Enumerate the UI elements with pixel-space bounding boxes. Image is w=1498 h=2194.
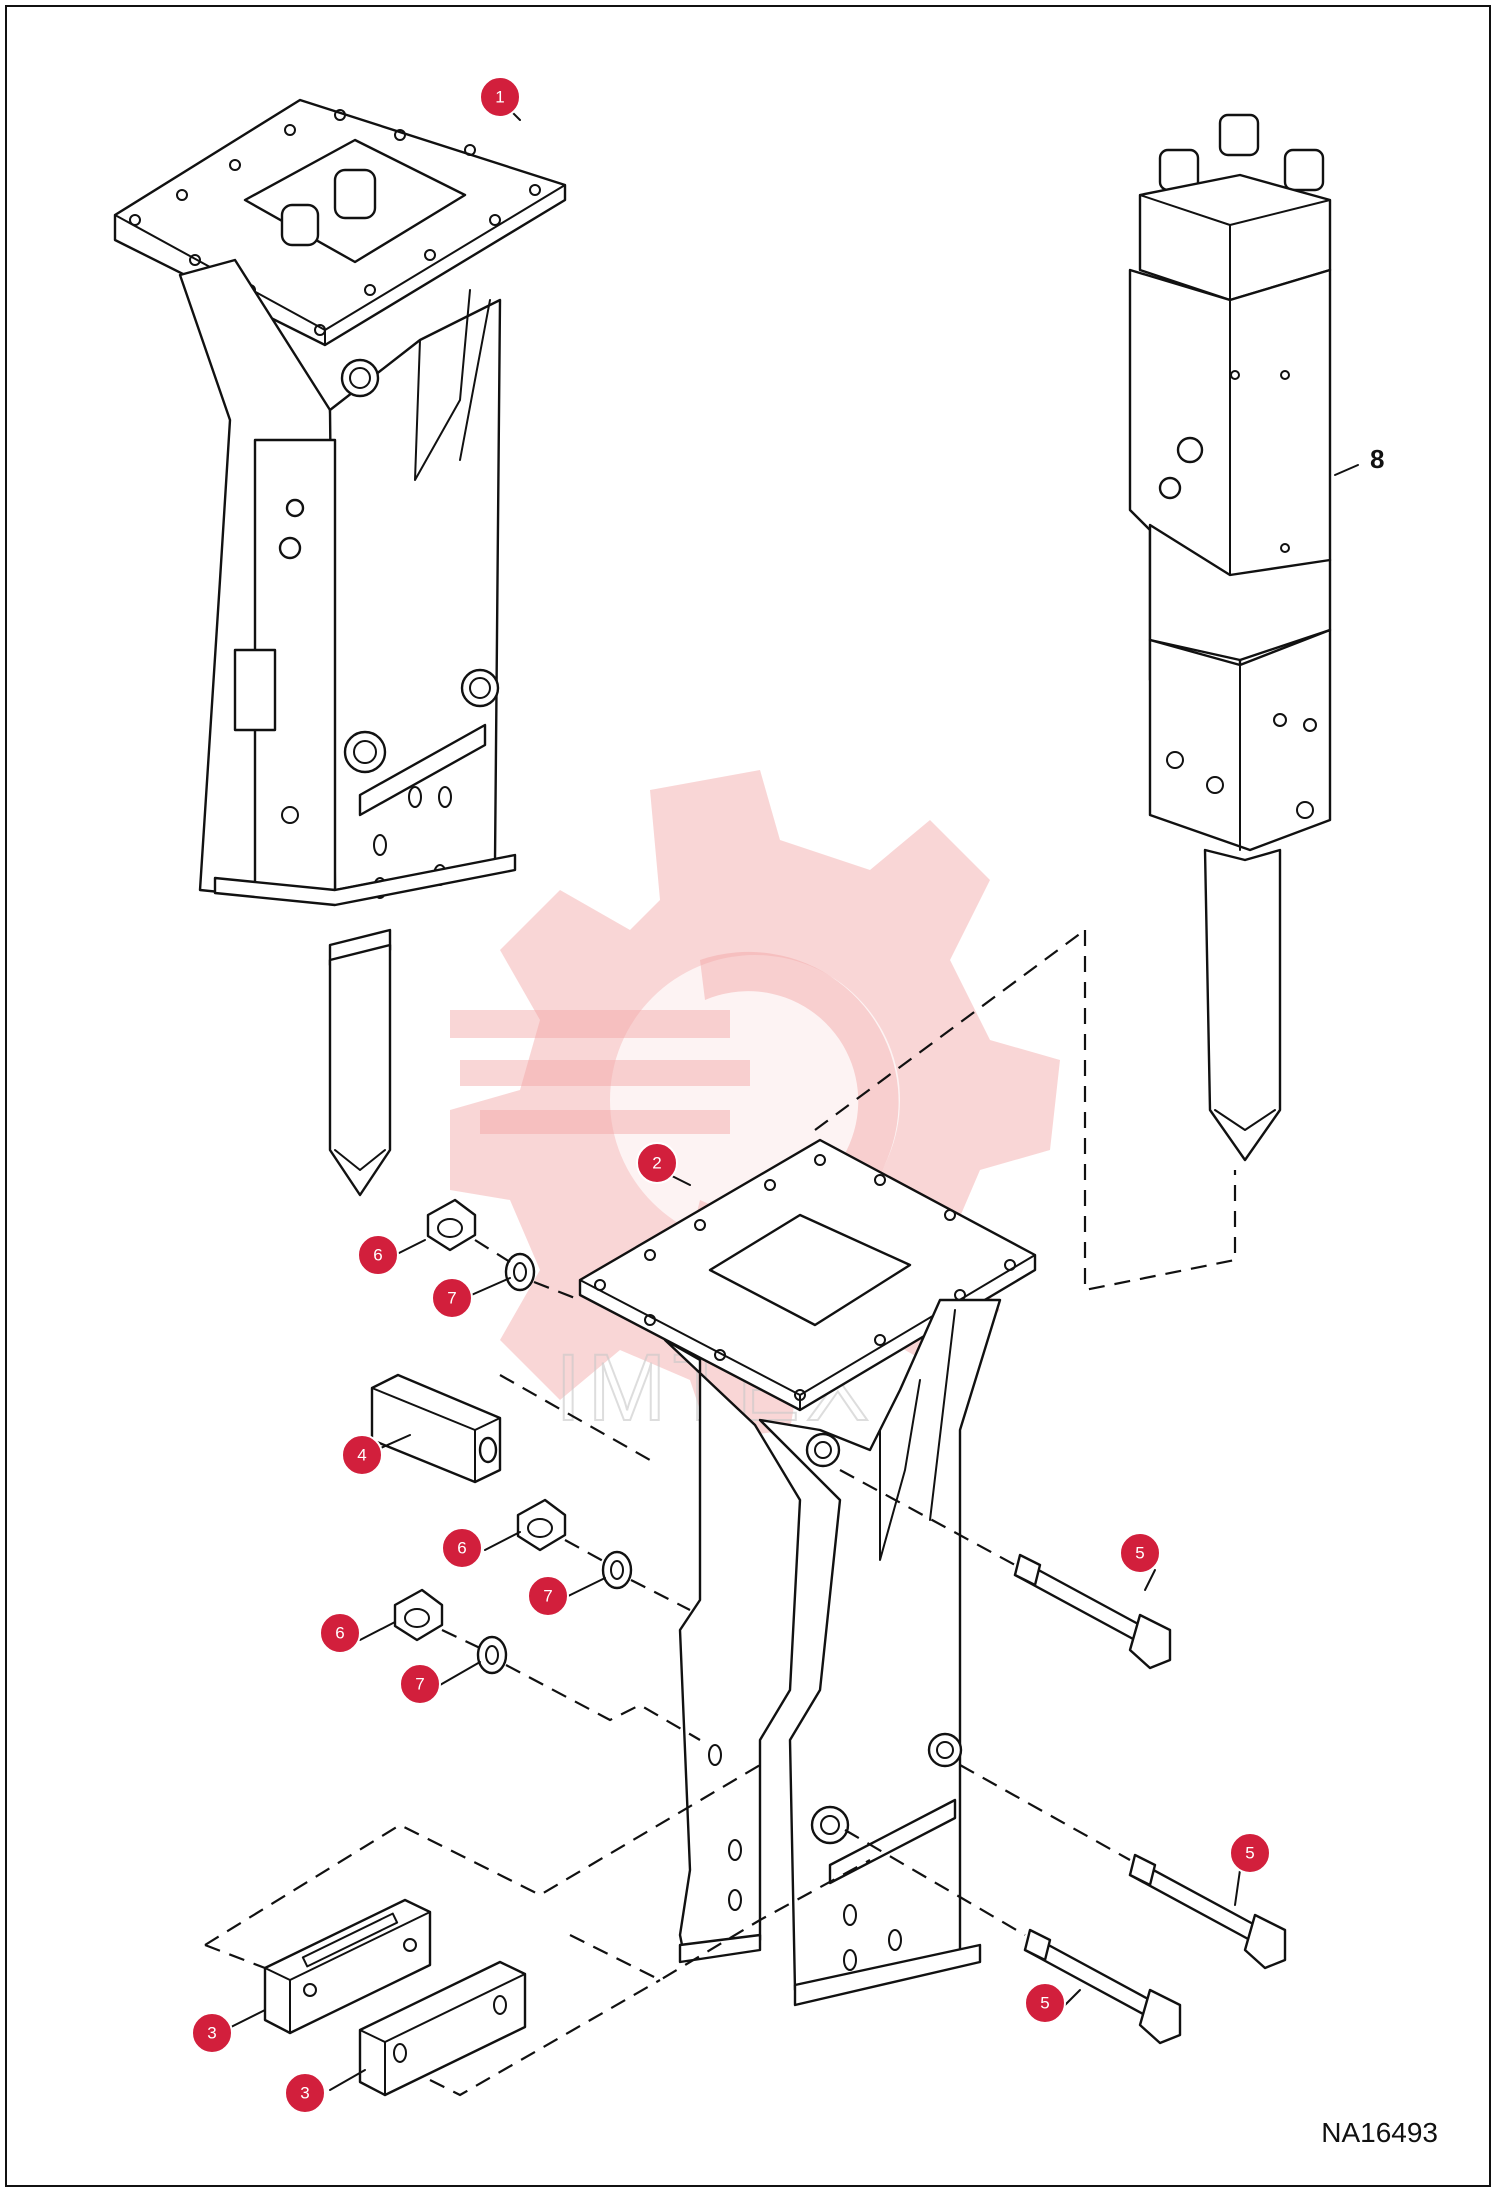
- svg-text:5: 5: [1040, 1994, 1049, 2013]
- callout-5-upper: 5: [1119, 1532, 1161, 1574]
- svg-text:7: 7: [543, 1587, 552, 1606]
- svg-text:5: 5: [1245, 1844, 1254, 1863]
- callout-7-middle: 7: [527, 1575, 569, 1617]
- breaker-body-right: 8: [1128, 113, 1384, 1162]
- bolt-middle: [1128, 1853, 1287, 1970]
- callout-4: 4: [341, 1434, 383, 1476]
- callout-6-lower: 6: [319, 1612, 361, 1654]
- drawing-frame: [5, 5, 1491, 2187]
- bolt-lower: [1023, 1928, 1182, 2045]
- wear-plate-1: [263, 1898, 432, 2035]
- nut-upper: [426, 1198, 477, 1252]
- bracket-plate-holes: [594, 1154, 1016, 1401]
- svg-text:2: 2: [652, 1154, 661, 1173]
- svg-text:7: 7: [415, 1675, 424, 1694]
- callout-7-upper: 7: [431, 1277, 473, 1319]
- bolt-upper: [1013, 1553, 1172, 1670]
- svg-text:3: 3: [207, 2024, 216, 2043]
- callout-3-lower: 3: [284, 2072, 326, 2114]
- svg-text:1: 1: [495, 88, 504, 107]
- bracket-center: [578, 1138, 1037, 2007]
- assembly-leader-line: [1083, 930, 1237, 1292]
- callout-2: 2: [636, 1142, 678, 1184]
- svg-text:6: 6: [373, 1246, 382, 1265]
- svg-text:4: 4: [357, 1446, 366, 1465]
- washer-middle-1: [601, 1550, 633, 1590]
- svg-text:3: 3: [300, 2084, 309, 2103]
- drawing-number: NA16493: [1321, 2117, 1438, 2148]
- callout-3-upper: 3: [191, 2012, 233, 2054]
- svg-text:5: 5: [1135, 1544, 1144, 1563]
- breaker-assembly-left: [113, 98, 567, 1197]
- callout-5-lower: 5: [1024, 1982, 1066, 2024]
- callout-6-upper: 6: [357, 1234, 399, 1276]
- washer-middle-2: [476, 1635, 508, 1675]
- svg-text:7: 7: [447, 1289, 456, 1308]
- wear-plate-2: [358, 1960, 527, 2097]
- callout-5-middle: 5: [1229, 1832, 1271, 1874]
- nut-middle-1: [516, 1498, 567, 1552]
- nut-middle-2: [393, 1588, 444, 1642]
- callout-1: 1: [479, 76, 521, 118]
- svg-text:6: 6: [335, 1624, 344, 1643]
- callout-7-lower: 7: [399, 1663, 441, 1705]
- washer-upper: [504, 1252, 536, 1292]
- svg-text:6: 6: [457, 1539, 466, 1558]
- callout-6-middle: 6: [441, 1527, 483, 1569]
- part-number-8: 8: [1370, 444, 1384, 474]
